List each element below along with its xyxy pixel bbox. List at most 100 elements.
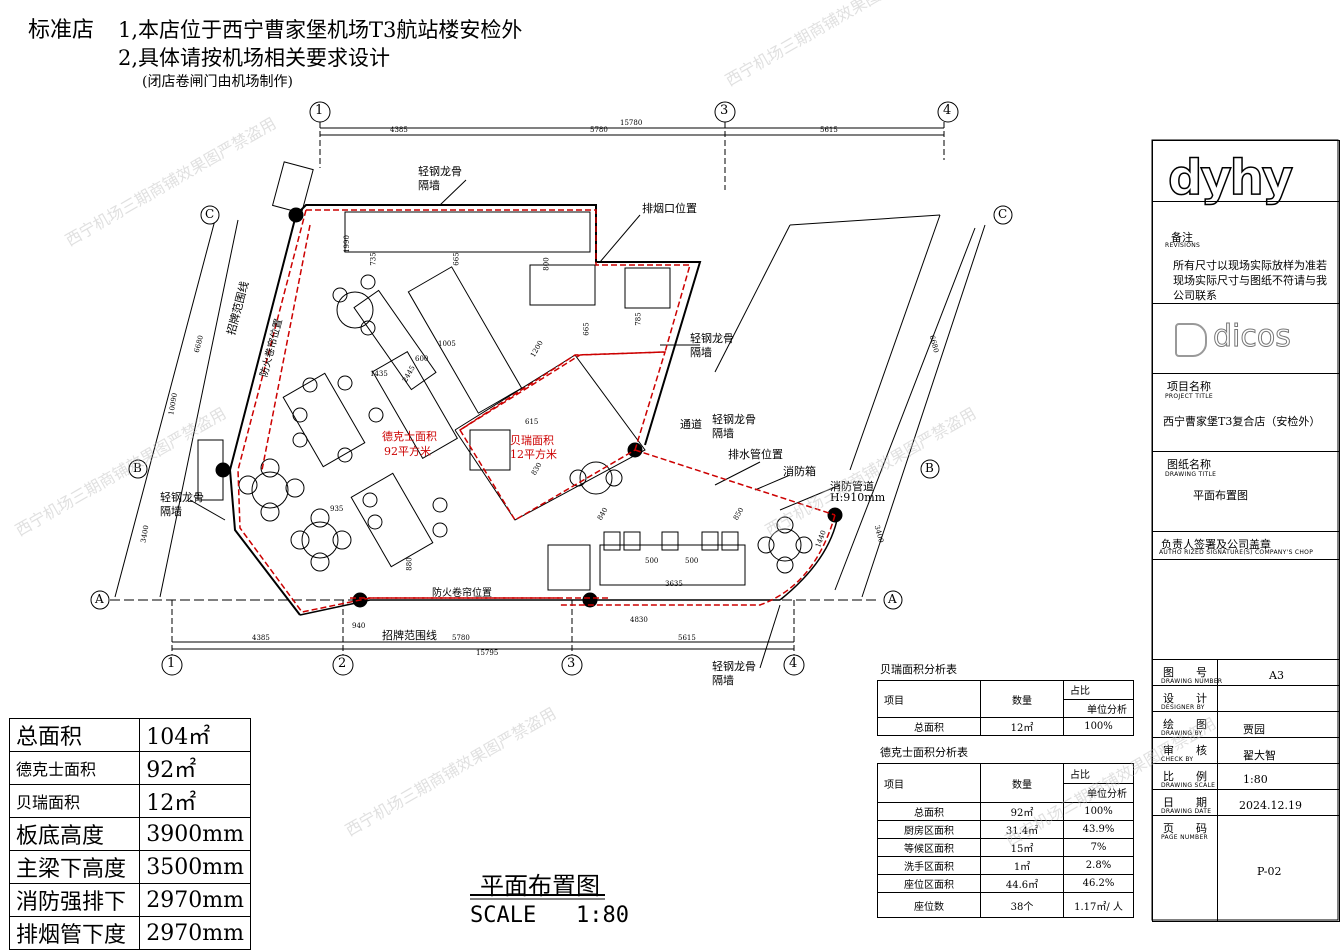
- area-value: 2970mm: [139, 916, 251, 950]
- dim-500-a: 500: [645, 557, 659, 565]
- dim-935: 935: [330, 505, 344, 513]
- dim-800: 800: [542, 257, 551, 271]
- meta-label: 审 核: [1163, 744, 1207, 757]
- divider: [1153, 451, 1339, 452]
- drawing-title-label: 图纸名称: [1167, 458, 1211, 471]
- dim-bottom-3: 5615: [678, 634, 696, 642]
- label-dicos-area-value: 92平方米: [384, 445, 431, 458]
- column-divider: [1217, 659, 1218, 921]
- cell: 1.17㎡/ 人: [1063, 892, 1134, 918]
- divider: [1153, 559, 1339, 560]
- divider: [1153, 763, 1339, 764]
- cell: 厨房区面积: [877, 820, 981, 839]
- label-steel-wall-left: 轻钢龙骨隔墙: [160, 491, 204, 518]
- grid-label-c-left: C: [205, 207, 215, 221]
- dim-940: 940: [352, 622, 366, 630]
- label-bread-area-value: 12平方米: [510, 448, 557, 461]
- cell: 座位区面积: [877, 874, 981, 893]
- grid-label-4-bottom: 4: [789, 656, 798, 671]
- label-hydrant: 消防箱: [783, 465, 816, 478]
- header-note-3: (闭店卷闸门由机场制作): [142, 74, 293, 90]
- cell: 38个: [980, 892, 1064, 918]
- dim-1435: 1435: [370, 370, 388, 378]
- meta-sublabel: CHECK BY: [1161, 756, 1194, 763]
- grid-label-3: 3: [720, 103, 729, 118]
- divider: [1153, 373, 1339, 374]
- grid-label-1: 1: [315, 103, 324, 118]
- meta-value: 1:80: [1243, 773, 1268, 786]
- label-signage-bottom: 招牌范围线: [382, 629, 437, 642]
- dim-4830: 4830: [630, 616, 648, 624]
- meta-sublabel: DRAWING NUMBER: [1161, 678, 1223, 685]
- grid-label-a-left: A: [95, 592, 104, 606]
- header-cell: 单位分析: [1063, 698, 1134, 718]
- header-cell: 占比: [1063, 680, 1134, 700]
- drawing-name: 平面布置图: [1193, 489, 1248, 502]
- meta-label: 页 码: [1163, 822, 1207, 835]
- cell: 12㎡: [980, 717, 1064, 736]
- divider: [1153, 815, 1339, 816]
- revision-note: 所有尺寸以现场实际放样为准若现场实际尺寸与图纸不符请与我公司联系: [1173, 259, 1327, 302]
- meta-label: 设 计: [1163, 692, 1207, 705]
- dim-1005: 1005: [438, 340, 456, 348]
- dim-615: 615: [525, 418, 539, 426]
- meta-label: 绘 图: [1163, 718, 1207, 731]
- area-value: 3900mm: [139, 817, 251, 851]
- area-value: 2970mm: [139, 883, 251, 917]
- cell: 洗手区面积: [877, 856, 981, 875]
- dim-top-2: 5780: [590, 126, 608, 134]
- bread-table-title: 贝瑞面积分析表: [880, 663, 957, 676]
- label-steel-wall-bottom: 轻钢龙骨隔墙: [712, 660, 756, 687]
- meta-sublabel: DRAWING BY: [1161, 730, 1203, 737]
- area-value: 92㎡: [139, 751, 251, 785]
- project-name: 西宁曹家堡T3复合店（安检外）: [1163, 415, 1321, 428]
- area-label: 消防强排下: [8, 883, 141, 917]
- dicos-icon: [1175, 323, 1207, 357]
- meta-value: 2024.12.19: [1239, 799, 1302, 812]
- dicos-table-title: 德克士面积分析表: [880, 746, 968, 759]
- cell: 等候区面积: [877, 838, 981, 857]
- area-label: 主梁下高度: [8, 850, 141, 884]
- area-label: 德克士面积: [8, 751, 141, 785]
- brand-logo: dicos: [1213, 319, 1292, 355]
- label-smoke-outlet: 排烟口位置: [642, 202, 697, 215]
- area-value: 104㎡: [139, 718, 251, 752]
- area-label: 贝瑞面积: [8, 784, 141, 818]
- grid-label-1-bottom: 1: [167, 656, 176, 671]
- dim-880: 880: [405, 557, 414, 571]
- label-steel-wall-mid: 轻钢龙骨隔墙: [712, 413, 756, 440]
- cell: 座位数: [877, 892, 981, 918]
- divider: [1153, 531, 1339, 532]
- grid-label-4: 4: [943, 103, 952, 118]
- cell: 100%: [1063, 717, 1134, 736]
- drawing-title: 平面布置图: [480, 872, 600, 900]
- meta-sublabel: PAGE NUMBER: [1161, 834, 1209, 841]
- label-dicos-area: 德克士面积: [382, 430, 437, 443]
- grid-label-c-right: C: [998, 207, 1008, 221]
- drawing-scale: SCALE 1:80: [470, 903, 629, 928]
- divider: [1153, 303, 1339, 304]
- divider: [1153, 659, 1339, 660]
- grid-label-3-bottom: 3: [567, 656, 576, 671]
- dim-top-3: 5615: [820, 126, 838, 134]
- dim-bottom-total: 15795: [476, 649, 499, 657]
- dim-top-total: 15780: [620, 119, 643, 127]
- header-cell: 项目: [877, 680, 981, 718]
- signature-label: 负责人签署及公司盖章: [1161, 538, 1271, 551]
- dim-500-b: 500: [685, 557, 699, 565]
- grid-label-a-right: A: [888, 592, 897, 606]
- meta-value: P-02: [1257, 865, 1282, 878]
- grid-label-b-left: B: [133, 461, 142, 475]
- meta-sublabel: DRAWING SCALE: [1161, 782, 1216, 789]
- label-fire-pipe: 消防管道: [830, 480, 874, 493]
